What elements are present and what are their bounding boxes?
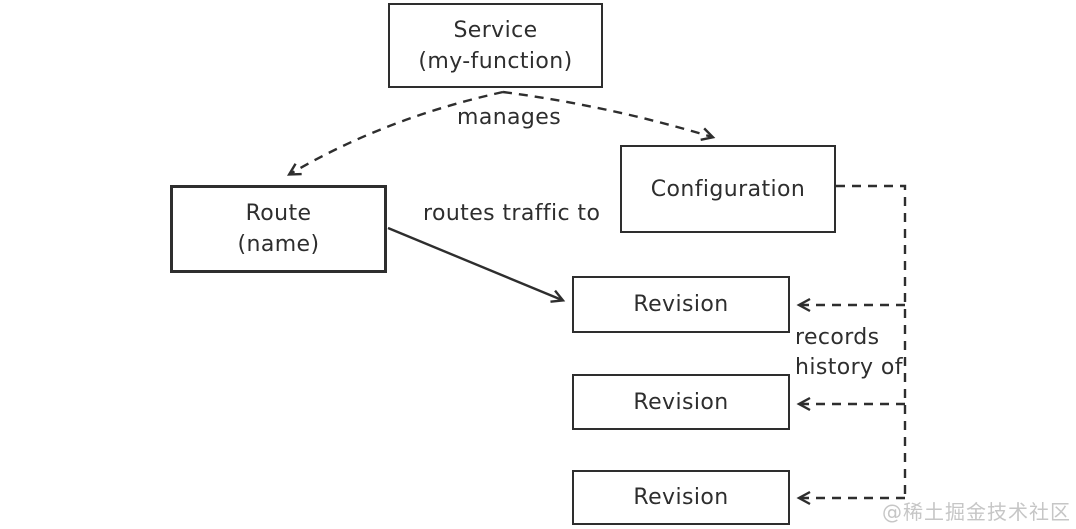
records-history-edge-label: records history of [795,323,910,383]
route-node: Route (name) [170,185,387,273]
service-subtitle: (my-function) [418,48,573,74]
revision-node-3: Revision [572,470,790,525]
route-subtitle: (name) [237,232,320,257]
revision-3-title: Revision [633,485,729,510]
routes-traffic-edge-label: routes traffic to [423,201,601,226]
revision-node-1: Revision [572,276,790,333]
route-title: Route [245,201,312,226]
records-history-line-1: records [795,325,880,350]
edge-configuration-elbow [836,184,907,498]
configuration-title: Configuration [650,176,806,202]
edge-routes-traffic-to-revision [387,226,566,303]
service-title: Service [453,17,538,43]
revision-2-title: Revision [633,389,729,415]
watermark-text: @稀土掘金技术社区 [882,500,1071,524]
records-history-line-2: history of [795,355,903,380]
revision-node-2: Revision [572,374,790,430]
service-node: Service (my-function) [388,3,603,88]
configuration-node: Configuration [620,145,836,233]
edge-manages-to-route [286,90,504,176]
manages-edge-label: manages [457,105,562,130]
revision-1-title: Revision [633,292,729,317]
